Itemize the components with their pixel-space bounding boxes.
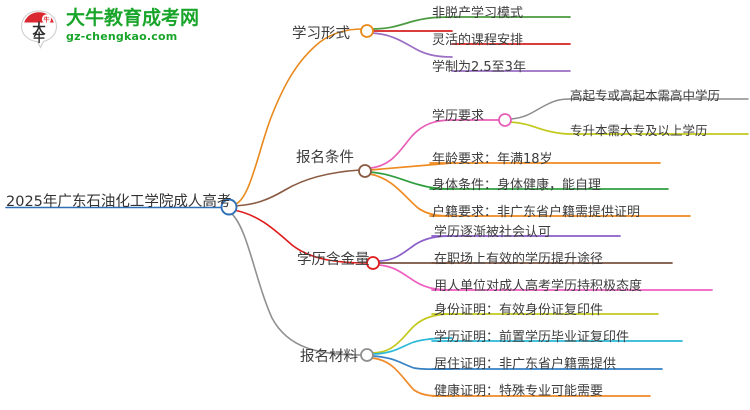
leaf-label-zhuanshengben[interactable]: 专升本需大专及以上学历 <box>570 123 708 138</box>
leaf-label-shenfen-zhengming[interactable]: 身份证明：有效身份证复印件 <box>434 303 604 318</box>
connector-root-to-baomingcailiao <box>231 213 363 356</box>
connector-root-to-baomingtiaojian <box>232 169 361 207</box>
leaf-label-zhichang-tisheng[interactable]: 在职场上有效的学历提升途径 <box>434 252 604 267</box>
node-circle-xuexixingshi[interactable] <box>360 24 374 38</box>
node-circle-baomingtiaojian[interactable] <box>358 164 372 178</box>
leaf-label-shehui-renke[interactable]: 学历逐渐被社会认可 <box>434 225 552 240</box>
leaf-label-xueli-zhengming[interactable]: 学历证明：前置学历毕业证复印件 <box>434 330 630 345</box>
node-circle-xueliyaoqiu[interactable] <box>498 113 512 127</box>
branch-label-baomingtiaojian[interactable]: 报名条件 <box>296 150 354 166</box>
connector-xueli-to-child1 <box>509 98 571 120</box>
leaf-label-linghuo-kecheng-anpai[interactable]: 灵活的课程安排 <box>432 33 524 48</box>
branch-label-xuelihanjinliang[interactable]: 学历含金量 <box>297 252 370 268</box>
leaf-label-gaoqizhuan-gaoqiben[interactable]: 高起专或高起本需高中学历 <box>570 88 721 103</box>
svg-text:牛: 牛 <box>33 31 45 45</box>
subnode-label-xueliyaoqiu[interactable]: 学历要求 <box>432 109 485 124</box>
site-logo: 大 牛 牛 大牛教育成考网 gz-chengkao.com <box>18 6 199 52</box>
logo-text-block: 大牛教育成考网 gz-chengkao.com <box>66 8 199 44</box>
branch-label-xuexixingshi[interactable]: 学习形式 <box>292 26 350 42</box>
leaf-label-huji-yaoqiu[interactable]: 户籍要求：非广东省户籍需提供证明 <box>432 205 641 220</box>
svg-text:牛: 牛 <box>43 16 49 24</box>
leaf-label-jiankang-zhengming[interactable]: 健康证明：特殊专业可能需要 <box>434 384 604 399</box>
logo-brand-name: 大牛教育成考网 <box>66 7 200 29</box>
node-circle-baomingcailiao[interactable] <box>360 348 374 362</box>
leaf-label-nianling-yaoqiu[interactable]: 年龄要求：年满18岁 <box>432 152 553 167</box>
leaf-label-shenti-tiaojian[interactable]: 身体条件：身体健康，能自理 <box>432 178 602 193</box>
logo-brand-url: gz-chengkao.com <box>66 30 178 43</box>
branch-label-baomingcailiao[interactable]: 报名材料 <box>300 349 358 365</box>
root-topic-label[interactable]: 2025年广东石油化工学院成人高考 <box>6 194 232 210</box>
svg-text:大: 大 <box>32 21 46 38</box>
leaf-label-feituochan-xuexi-moshi[interactable]: 非脱产学习模式 <box>432 6 524 21</box>
connector-xueli-to-child2 <box>509 121 571 135</box>
connector-root-to-xuexixingshi <box>232 28 363 206</box>
leaf-label-juzhu-zhengming[interactable]: 居住证明：非广东省户籍需提供 <box>434 357 617 372</box>
daniu-bull-speech-bubble-logo-icon: 大 牛 牛 <box>18 8 60 50</box>
leaf-label-xuezhi-2-5-zhi-3-nian[interactable]: 学制为2.5至3年 <box>432 60 526 75</box>
leaf-label-yongrendanwei-taidu[interactable]: 用人单位对成人高考学历持积极态度 <box>434 279 643 294</box>
